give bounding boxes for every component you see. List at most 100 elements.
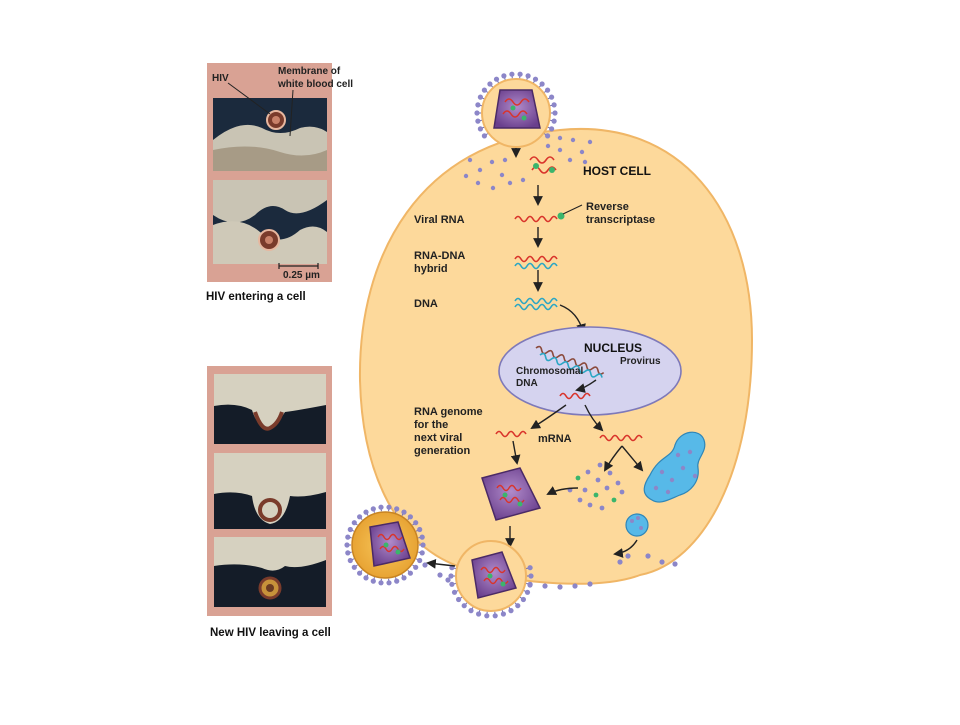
membrane-protein [672,561,677,566]
label-chromosomal-line2: DNA [516,378,538,389]
viral-protein [600,506,605,511]
membrane-protein [475,102,480,107]
viral-protein [596,478,601,483]
membrane-protein [521,597,526,602]
vesicle-protein [636,516,640,520]
membrane-protein [528,582,533,587]
membrane-protein [515,603,520,608]
membrane-protein [413,520,418,525]
membrane-protein [345,550,350,555]
virus-capsid-entering [494,90,540,128]
membrane-protein [462,603,467,608]
membrane-protein [617,559,622,564]
membrane-protein [501,611,506,616]
viral-protein [594,493,599,498]
membrane-protein [549,126,554,131]
vesicle-protein [630,519,634,523]
membrane-protein [352,565,357,570]
viral-protein [588,503,593,508]
membrane-protein [645,553,650,558]
membrane-protein [587,581,592,586]
label-nucleus: NUCLEUS [584,341,642,355]
viral-protein [576,476,581,481]
er-protein [654,486,658,490]
membrane-protein [413,565,418,570]
capsid-protein [558,148,562,152]
er-protein [676,453,680,457]
caption-hiv-leaving: New HIV leaving a cell [210,627,331,639]
membrane-protein [484,613,489,618]
viral-protein [612,498,617,503]
capsid-protein [558,136,562,140]
label-chromosomal-line1: Chromosomal [516,366,583,377]
capsid-protein [521,178,525,182]
membrane-protein [468,608,473,613]
membrane-protein [482,88,487,93]
membrane-protein [540,81,545,86]
label-genome-line1: RNA genome [414,406,483,418]
capsid-protein [568,158,572,162]
membrane-protein [394,579,399,584]
membrane-protein [371,506,376,511]
label-membrane-line2: white blood cell [277,79,353,90]
er-protein [688,450,692,454]
membrane-protein [437,572,442,577]
membrane-protein [378,580,383,585]
membrane-protein [545,88,550,93]
membrane-protein [482,133,487,138]
vesicle-protein [639,526,643,530]
membrane-protein [408,514,413,519]
viral-protein [608,471,613,476]
membrane-protein [448,573,453,578]
membrane-protein [357,571,362,576]
membrane-protein [552,102,557,107]
membrane-protein [487,81,492,86]
membrane-protein [474,110,479,115]
membrane-protein [501,73,506,78]
er-protein [693,474,697,478]
membrane-protein [394,506,399,511]
membrane-protein [625,553,630,558]
membrane-protein [475,119,480,124]
capsid-protein [490,160,494,164]
capsid-protein [546,144,550,148]
membrane-protein [417,558,422,563]
label-genome-line2: for the [414,419,448,431]
membrane-protein [352,520,357,525]
membrane-protein [528,565,533,570]
membrane-protein [422,562,427,567]
membrane-protein [363,509,368,514]
er-protein [660,470,664,474]
capsid-protein [588,140,592,144]
micrograph-panel-bottom [207,366,332,616]
label-reverse-line1: Reverse [586,201,629,213]
capsid-protein [571,138,575,142]
membrane-protein [533,77,538,82]
membrane-protein [557,584,562,589]
membrane-protein [526,73,531,78]
viral-protein [620,490,625,495]
membrane-protein [386,505,391,510]
membrane-protein [363,575,368,580]
label-hiv: HIV [212,73,229,84]
capsid-protein [503,158,507,162]
membrane-protein [476,611,481,616]
membrane-protein [528,573,533,578]
caption-hiv-entering: HIV entering a cell [206,291,306,303]
capsid-protein [580,150,584,154]
membrane-protein [378,505,383,510]
viral-protein [586,470,591,475]
capsid-protein [508,181,512,185]
label-genome-line4: generation [414,445,471,457]
micrograph-panel-top: 0.25 µm HIV Membrane of white blood cell [207,63,353,282]
membrane-protein [348,558,353,563]
membrane-protein [572,583,577,588]
viral-protein [578,498,583,503]
capsid-protein [491,186,495,190]
capsid-protein [476,181,480,185]
label-viral-rna: Viral RNA [414,214,465,226]
membrane-protein [552,110,557,115]
membrane-protein [449,582,454,587]
entering-virus [474,72,557,147]
